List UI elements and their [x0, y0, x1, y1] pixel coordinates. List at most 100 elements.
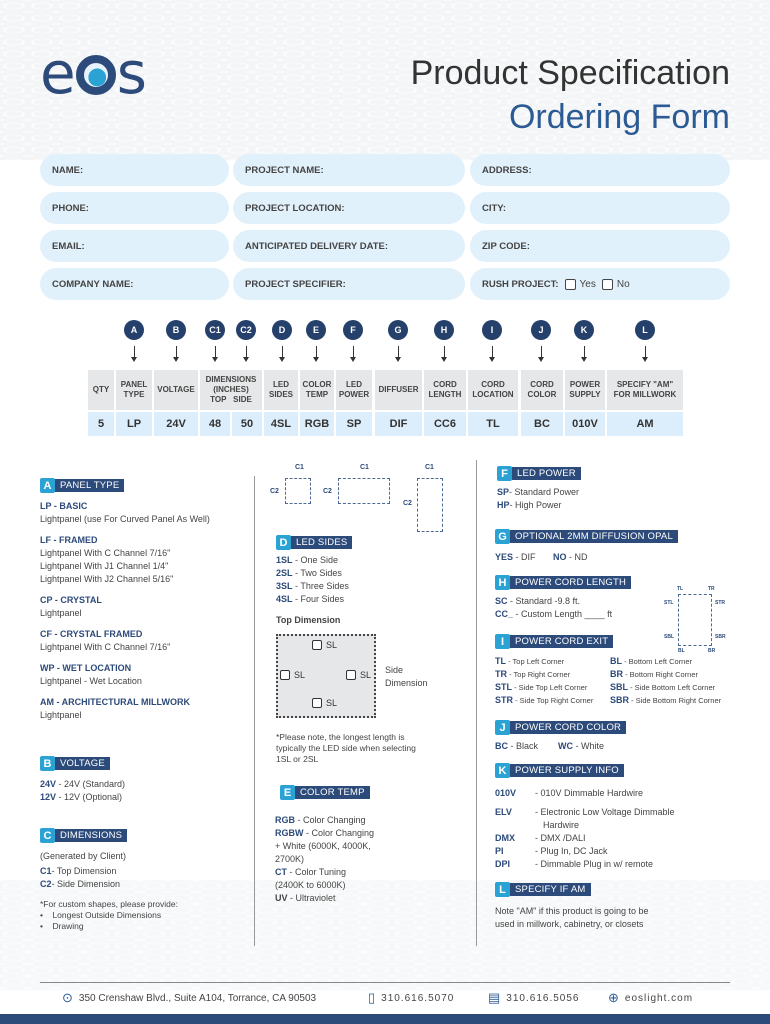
phone-field[interactable]: PHONE: [40, 192, 229, 224]
color-temp-list: RGB - Color Changing RGBW - Color Changi… [275, 815, 375, 903]
value-led-power[interactable]: SP [336, 412, 372, 436]
arrow-down-icon [642, 346, 648, 362]
value-led-sides[interactable]: 4SL [264, 412, 298, 436]
project-specifier-field[interactable]: PROJECT SPECIFIER: [233, 268, 465, 300]
cord-exit-left-list: TL - Top Left Corner TR - Top Right Corn… [495, 656, 594, 705]
arrow-down-icon [173, 346, 179, 362]
project-specifier-label: PROJECT SPECIFIER: [245, 278, 346, 290]
phone-label: PHONE: [52, 202, 89, 214]
sl-left-checkbox[interactable]: SL [280, 670, 305, 680]
sl-top-checkbox[interactable]: SL [312, 640, 337, 650]
location-pin-icon: ⊙ [62, 990, 73, 1005]
rush-no-label: No [616, 278, 630, 290]
phone-icon: ▯ [368, 990, 376, 1005]
led-sides-diagram [276, 634, 376, 718]
footer-divider [40, 982, 730, 983]
city-label: CITY: [482, 202, 507, 214]
value-diffuser[interactable]: DIF [375, 412, 422, 436]
value-specify-am[interactable]: AM [607, 412, 683, 436]
cord-exit-right-list: BL - Bottom Left Corner BR - Bottom Righ… [610, 656, 722, 705]
header-qty: QTY [88, 370, 114, 410]
delivery-date-field[interactable]: ANTICIPATED DELIVERY DATE: [233, 230, 465, 262]
project-location-field[interactable]: PROJECT LOCATION: [233, 192, 465, 224]
globe-icon: ⊕ [608, 990, 619, 1005]
cord-exit-diagram [678, 594, 712, 646]
footer-website[interactable]: ⊕eoslight.com [608, 990, 694, 1005]
delivery-date-label: ANTICIPATED DELIVERY DATE: [245, 240, 389, 252]
dimensions-list: (Generated by Client) C1- Top Dimension … [40, 851, 178, 931]
value-top[interactable]: 48 [200, 412, 230, 436]
value-cord-location[interactable]: TL [468, 412, 518, 436]
project-location-label: PROJECT LOCATION: [245, 202, 345, 214]
value-side[interactable]: 50 [232, 412, 262, 436]
rush-yes-label: Yes [579, 278, 596, 290]
company-name-field[interactable]: COMPANY NAME: [40, 268, 229, 300]
arrow-down-icon [313, 346, 319, 362]
value-cord-length[interactable]: CC6 [424, 412, 466, 436]
value-cord-color[interactable]: BC [521, 412, 563, 436]
footer-phone[interactable]: ▯310.616.5070 [368, 990, 455, 1005]
cord-color-list: BC - Black WC - White [495, 741, 605, 751]
rush-yes-checkbox[interactable] [564, 278, 576, 290]
diagram-br-label: BR [708, 648, 716, 654]
diagram-c2-label: C2 [270, 488, 279, 495]
arrow-down-icon [212, 346, 218, 362]
address-field[interactable]: ADDRESS: [470, 154, 730, 186]
top-dimension-label: Top Dimension [276, 615, 341, 625]
horizontal-rect-diagram [338, 478, 390, 504]
rush-project-field: RUSH PROJECT: Yes No [470, 268, 730, 300]
vertical-rect-diagram [417, 478, 443, 532]
badge-c2: C2 [236, 320, 256, 340]
diagram-c1-label: C1 [295, 464, 304, 471]
value-color-temp[interactable]: RGB [300, 412, 334, 436]
led-sides-list: 1SL - One Side 2SL - Two Sides 3SL - Thr… [276, 555, 349, 604]
name-label: NAME: [52, 164, 84, 176]
voltage-list: 24V - 24V (Standard) 12V - 12V (Optional… [40, 779, 126, 802]
city-field[interactable]: CITY: [470, 192, 730, 224]
header-dimensions: DIMENSIONS(INCHES)TOP SIDE [200, 370, 262, 410]
sl-right-checkbox[interactable]: SL [346, 670, 371, 680]
value-power-supply[interactable]: 010V [565, 412, 605, 436]
value-qty[interactable]: 5 [88, 412, 114, 436]
zip-code-field[interactable]: ZIP CODE: [470, 230, 730, 262]
arrow-down-icon [279, 346, 285, 362]
arrow-down-icon [489, 346, 495, 362]
value-panel-type[interactable]: LP [116, 412, 152, 436]
fax-icon: ▤ [488, 990, 501, 1005]
badge-a: A [124, 320, 144, 340]
diagram-stl-label: STL [664, 600, 674, 606]
diagram-bl-label: BL [678, 648, 685, 654]
column-divider [476, 460, 477, 946]
header-specify-am: SPECIFY "AM"FOR MILLWORK [607, 370, 683, 410]
footer-bar [0, 1014, 770, 1024]
name-field[interactable]: NAME: [40, 154, 229, 186]
rush-no-checkbox[interactable] [601, 278, 613, 290]
sl-bottom-checkbox[interactable]: SL [312, 698, 337, 708]
arrow-down-icon [441, 346, 447, 362]
power-supply-list: 010V- 010V Dimmable Hardwire ELV- Electr… [495, 788, 675, 869]
value-voltage[interactable]: 24V [154, 412, 198, 436]
logo-globe-icon [75, 55, 116, 95]
diagram-tl-label: TL [677, 586, 684, 592]
project-name-field[interactable]: PROJECT NAME: [233, 154, 465, 186]
email-field[interactable]: EMAIL: [40, 230, 229, 262]
badge-i: I [482, 320, 502, 340]
diagram-sbl-label: SBL [664, 634, 674, 640]
badge-f: F [343, 320, 363, 340]
header-background-pattern [0, 0, 770, 160]
